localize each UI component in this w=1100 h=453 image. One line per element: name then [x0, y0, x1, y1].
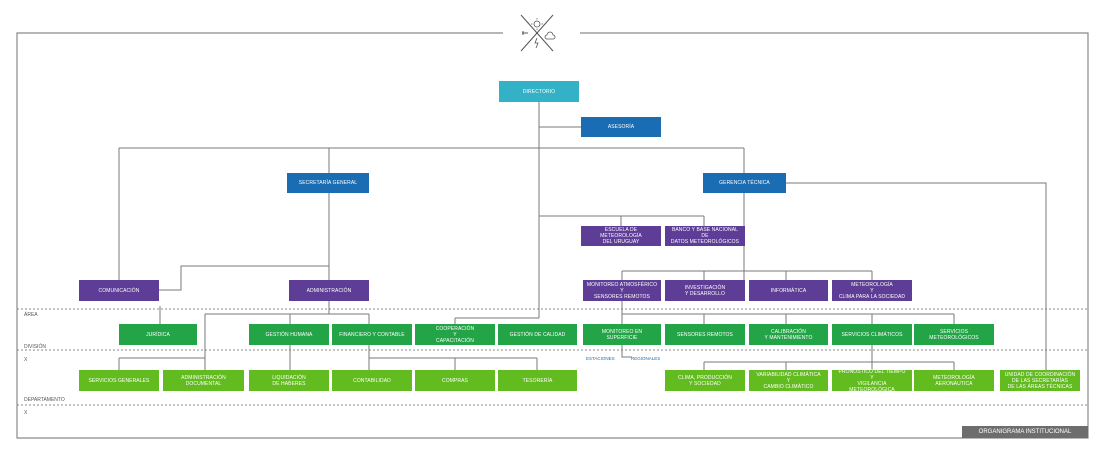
node-admin-documental[interactable]: ADMINISTRACIÓN DOCUMENTAL: [163, 370, 244, 391]
node-meteo-sociedad[interactable]: METEOROLOGÍA Y CLIMA PARA LA SOCIEDAD: [832, 280, 912, 301]
node-gerencia-tecnica[interactable]: GERENCIA TÉCNICA: [703, 173, 786, 193]
node-servicios-meteo[interactable]: SERVICIOS METEOROLÓGICOS: [914, 324, 994, 345]
node-financiero[interactable]: FINANCIERO Y CONTABLE: [332, 324, 412, 345]
node-contabilidad[interactable]: CONTABILIDAD: [332, 370, 412, 391]
node-unidad-coordinacion[interactable]: UNIDAD DE COORDINACIÓN DE LAS SECRETARÍA…: [1000, 370, 1080, 391]
node-informatica[interactable]: INFORMÁTICA: [749, 280, 828, 301]
footer-title: ORGANIGRAMA INSTITUCIONAL: [962, 426, 1088, 438]
node-sensores-remotos[interactable]: SENSORES REMOTOS: [665, 324, 745, 345]
node-servicios-climaticos[interactable]: SERVICIOS CLIMÁTICOS: [832, 324, 912, 345]
level-label-departamento: DEPARTAMENTO: [24, 397, 65, 403]
node-banco[interactable]: BANCO Y BASE NACIONAL DE DATOS METEOROLÓ…: [665, 226, 745, 246]
node-aeronautica[interactable]: METEOROLOGÍA AERONÁUTICA: [914, 370, 994, 391]
node-comunicacion[interactable]: COMUNICACIÓN: [79, 280, 159, 301]
node-clima-produccion[interactable]: CLIMA, PRODUCCIÓN Y SOCIEDAD: [665, 370, 745, 391]
node-cooperacion[interactable]: COOPERACIÓN Y CAPACITACIÓN: [415, 324, 495, 345]
legend-estaciones: ESTACIONES: [586, 356, 615, 361]
node-juridica[interactable]: JURÍDICA: [119, 324, 197, 345]
node-tesoreria[interactable]: TESORERÍA: [498, 370, 577, 391]
level-label-division: DIVISIÓN: [24, 344, 46, 350]
node-pronostico[interactable]: PRONÓSTICO DEL TIEMPO Y VIGILANCIA METEO…: [832, 369, 912, 393]
node-monitoreo[interactable]: MONITOREO ATMOSFÉRICO Y SENSORES REMOTOS: [583, 280, 661, 301]
node-directorio[interactable]: DIRECTORIO: [499, 81, 579, 102]
node-calibracion[interactable]: CALIBRACIÓN Y MANTENIMIENTO: [749, 324, 828, 345]
node-monitoreo-superficie[interactable]: MONITOREO EN SUPERFICIE: [583, 324, 661, 345]
level-label-x2: x: [24, 410, 28, 416]
node-gestion-humana[interactable]: GESTIÓN HUMANA: [249, 324, 329, 345]
node-liquidacion[interactable]: LIQUIDACIÓN DE HABERES: [249, 370, 329, 391]
node-compras[interactable]: COMPRAS: [415, 370, 495, 391]
legend-regionales: REGIONALES: [631, 356, 661, 361]
node-escuela[interactable]: ESCUELA DE METEOROLOGÍA DEL URUGUAY: [581, 226, 661, 246]
outer-frame: [16, 32, 1089, 439]
node-investigacion[interactable]: INVESTIGACIÓN Y DESARROLLO: [665, 280, 745, 301]
node-asesoria[interactable]: ASESORÍA: [581, 117, 661, 137]
level-label-x1: x: [24, 357, 28, 363]
node-servicios-generales[interactable]: SERVICIOS GENERALES: [79, 370, 159, 391]
level-label-area: ÁREA: [24, 312, 38, 318]
node-administracion[interactable]: ADMINISTRACIÓN: [289, 280, 369, 301]
node-variabilidad[interactable]: VARIABILIDAD CLIMÁTICA Y CAMBIO CLIMÁTIC…: [749, 370, 828, 391]
node-secretaria-general[interactable]: SECRETARÍA GENERAL: [287, 173, 369, 193]
weather-emblem-icon: [513, 13, 561, 53]
node-gestion-calidad[interactable]: GESTIÓN DE CALIDAD: [498, 324, 577, 345]
